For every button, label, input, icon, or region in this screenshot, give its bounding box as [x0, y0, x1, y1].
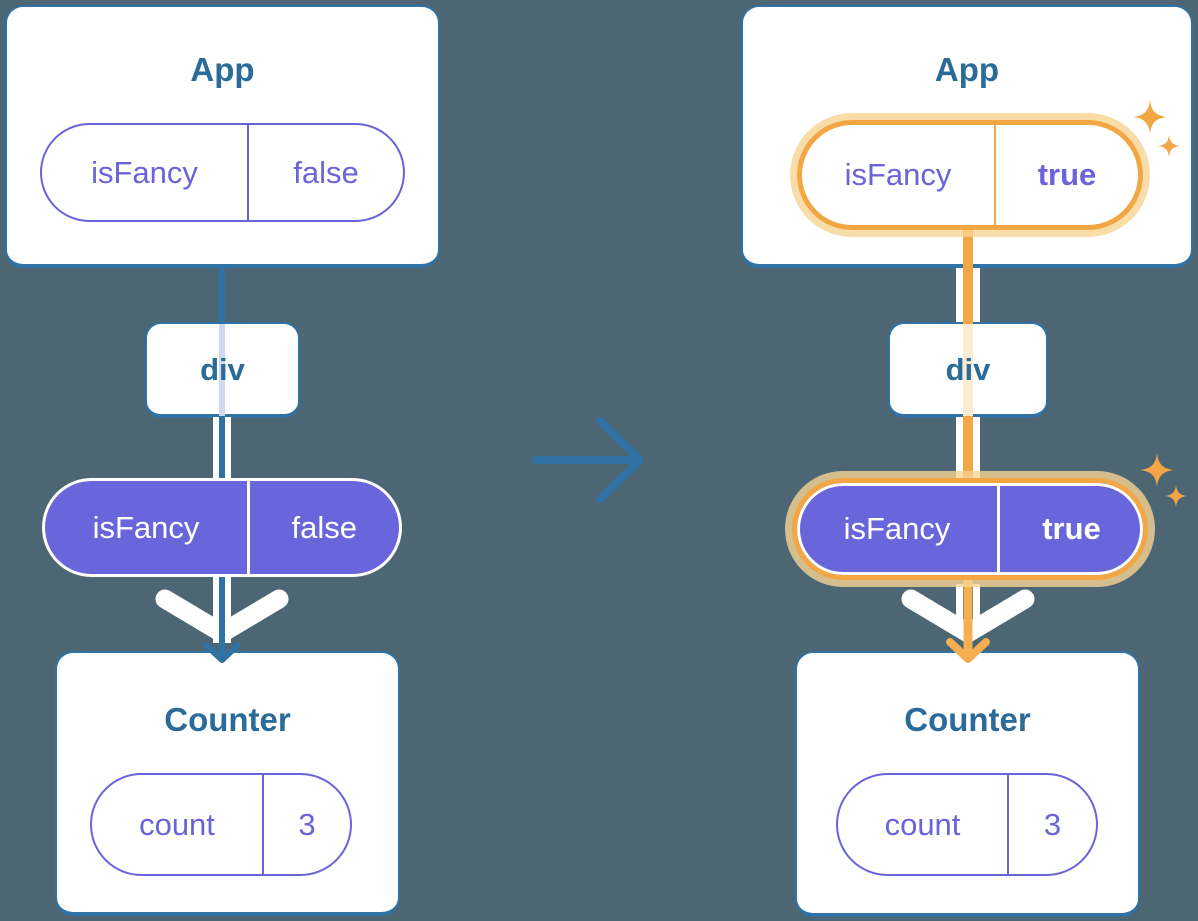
pill-key: isFancy [844, 157, 952, 192]
right-rail-right-upper [973, 268, 980, 322]
pill-value: false [291, 509, 357, 545]
transition-arrow-icon [532, 417, 644, 503]
left-counter-title: Counter [164, 701, 291, 738]
pill-divider [997, 483, 1000, 575]
right-rail-right-mid [973, 417, 980, 479]
right-state-pill: isFancy true [792, 478, 1148, 580]
right-rail-left-upper [956, 268, 963, 322]
left-big-chevron [155, 589, 289, 643]
pill-key: count [139, 806, 215, 842]
right-line-div-to-pill [963, 416, 973, 480]
left-app-props-pill: isFancy false [40, 123, 405, 222]
right-counter-title: Counter [904, 701, 1031, 738]
right-div-label: div [945, 352, 991, 387]
pill-divider [247, 125, 249, 220]
pill-value: true [1037, 157, 1097, 192]
pill-value: 3 [1043, 806, 1062, 842]
pill-divider [1007, 775, 1009, 874]
pill-value: 3 [298, 806, 316, 842]
pill-divider [247, 481, 250, 574]
left-counter-pill: count 3 [90, 773, 352, 876]
left-app-title: App [190, 51, 255, 88]
pill-key: isFancy [91, 154, 198, 190]
left-state-pill: isFancy false [42, 478, 402, 577]
right-rail-right-lower [973, 584, 980, 636]
left-line-app-to-div [219, 264, 225, 324]
left-rail-right-upper [225, 417, 231, 479]
sparkle-icon [1165, 485, 1187, 507]
sparkle-icon [1140, 453, 1174, 487]
left-rail-left-lower [213, 575, 219, 643]
pill-divider [262, 775, 264, 874]
pill-key: isFancy [843, 511, 951, 546]
pill-key: count [884, 806, 961, 842]
right-app-props-pill: isFancy true [797, 120, 1143, 230]
left-rail-left-upper [213, 417, 219, 479]
right-big-chevron [901, 589, 1035, 643]
right-counter-pill: count 3 [836, 773, 1098, 876]
pill-key: isFancy [92, 509, 200, 545]
left-div-label: div [200, 352, 245, 387]
left-line-div-to-pill [219, 417, 225, 479]
right-rail-left-mid [956, 417, 963, 479]
right-rail-left-lower [956, 584, 963, 636]
right-app-title: App [934, 51, 1000, 88]
pill-value: false [293, 154, 359, 190]
left-rail-right-lower [225, 575, 231, 643]
pill-value: true [1042, 511, 1101, 546]
pill-divider [994, 125, 996, 225]
